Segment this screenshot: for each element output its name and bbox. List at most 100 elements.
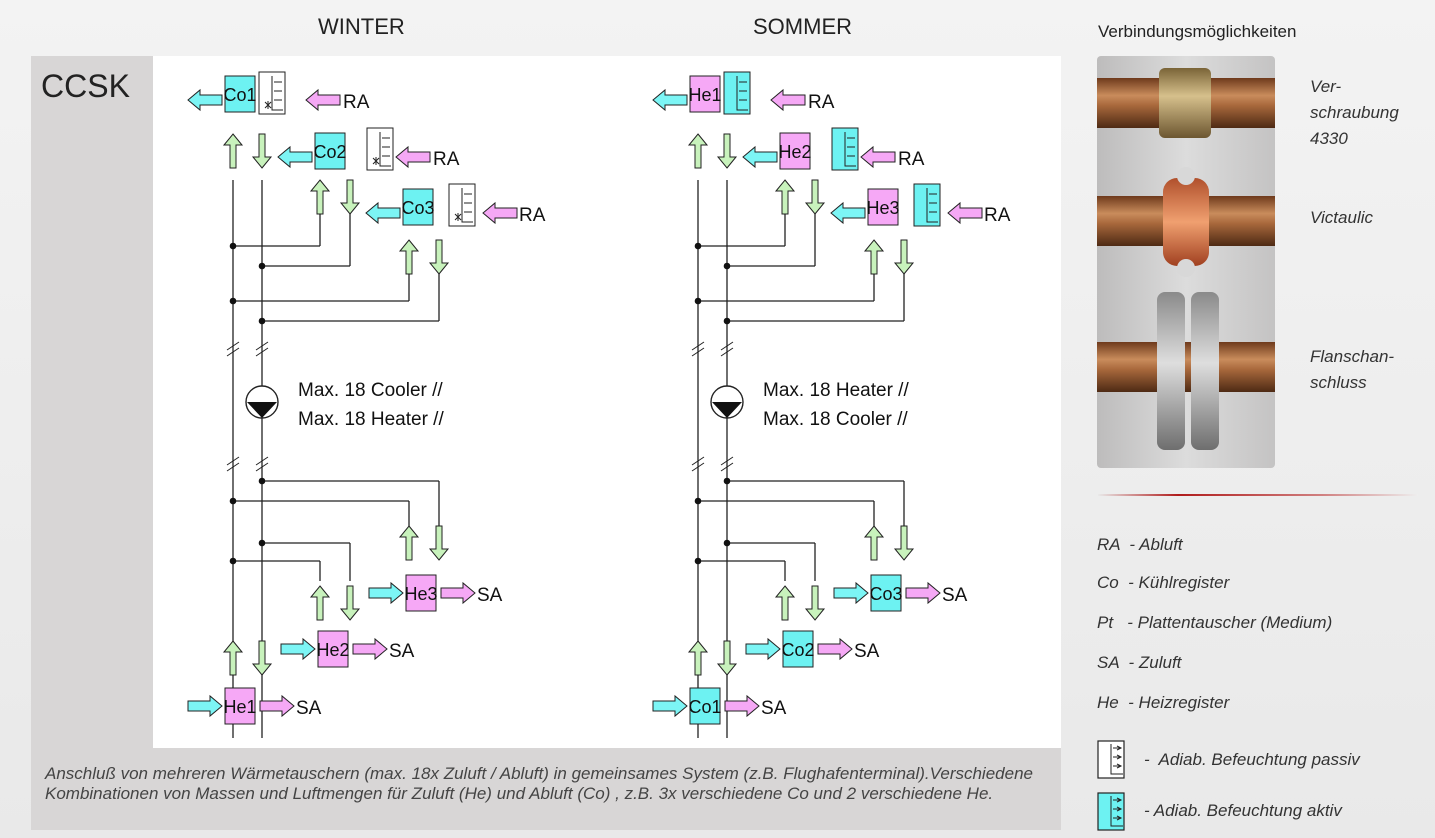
pipe-junction xyxy=(230,243,237,250)
air-arrow xyxy=(906,583,940,603)
pipe-junction xyxy=(259,540,266,547)
clamp-bolt-top xyxy=(1177,167,1195,185)
victaulic-clamp xyxy=(1163,178,1209,266)
air-label: RA xyxy=(343,92,370,113)
legend-ra: RA - Abluft xyxy=(1097,535,1183,555)
pipe-flow-arrow xyxy=(430,526,448,560)
pipe-flow-arrow xyxy=(311,180,329,214)
pipe-junction xyxy=(230,298,237,305)
pipe-junction xyxy=(695,298,702,305)
pipe-flow-arrow xyxy=(341,586,359,620)
legend-he: He - Heizregister xyxy=(1097,693,1229,713)
pipe-flow-arrow xyxy=(224,134,242,168)
pump-capacity-text: Max. 18 Cooler // xyxy=(298,380,443,401)
system-label: CCSK xyxy=(41,68,130,105)
air-arrow xyxy=(834,583,868,603)
air-arrow xyxy=(306,90,340,110)
union-fitting xyxy=(1159,68,1211,138)
pipe-flow-arrow xyxy=(689,134,707,168)
humidifier-passive-icon xyxy=(1097,740,1127,780)
pipe-junction xyxy=(259,318,266,325)
pipe-junction xyxy=(259,478,266,485)
header-winter: WINTER xyxy=(318,14,405,40)
air-label: RA xyxy=(808,92,835,113)
legend-humidifier-passive: - Adiab. Befeuchtung passiv xyxy=(1144,750,1360,770)
humidifier-active-icon xyxy=(1097,792,1127,832)
pipe-junction xyxy=(695,498,702,505)
pipe-flow-arrow xyxy=(806,180,824,214)
pipe-flow-arrow xyxy=(865,526,883,560)
unit-label: Co1 xyxy=(688,697,721,717)
pipe-flow-arrow xyxy=(718,134,736,168)
pipe-flow-arrow xyxy=(865,240,883,274)
air-arrow xyxy=(369,583,403,603)
air-arrow xyxy=(818,639,852,659)
air-arrow xyxy=(831,203,865,223)
air-arrow xyxy=(743,147,777,167)
pump-capacity-text: Max. 18 Cooler // xyxy=(763,409,908,430)
air-label: SA xyxy=(854,641,880,662)
flange-right xyxy=(1191,292,1219,450)
description-text: Anschluß von mehreren Wärmetauschern (ma… xyxy=(45,764,1045,804)
air-arrow xyxy=(366,203,400,223)
air-arrow xyxy=(653,90,687,110)
pipe-flow-arrow xyxy=(253,641,271,675)
connection-label-verschraubung: Ver- schraubung 4330 xyxy=(1310,74,1399,152)
legend-pt: Pt - Plattentauscher (Medium) xyxy=(1097,613,1332,633)
air-label: RA xyxy=(519,205,546,226)
unit-label: He1 xyxy=(688,85,721,105)
air-label: RA xyxy=(898,149,925,170)
unit-label: He2 xyxy=(316,640,349,660)
pipe-junction xyxy=(724,318,731,325)
unit-label: Co2 xyxy=(313,142,346,162)
pipe-junction xyxy=(724,263,731,270)
pipe-3 xyxy=(1097,342,1275,392)
air-label: SA xyxy=(942,585,968,606)
air-arrow xyxy=(353,639,387,659)
air-arrow xyxy=(653,696,687,716)
air-arrow xyxy=(861,147,895,167)
connections-title: Verbindungsmöglichkeiten xyxy=(1098,22,1296,42)
air-arrow xyxy=(771,90,805,110)
unit-label: Co1 xyxy=(223,85,256,105)
air-arrow xyxy=(948,203,982,223)
unit-label: He2 xyxy=(778,142,811,162)
pipe-flow-arrow xyxy=(776,180,794,214)
air-arrow xyxy=(396,147,430,167)
pipe-flow-arrow xyxy=(253,134,271,168)
schematic-area: Co1RACo2RACo3RAMax. 18 Cooler //Max. 18 … xyxy=(153,56,1061,748)
connection-photo-svg xyxy=(1097,56,1275,468)
connection-label-flansch: Flanschan- schluss xyxy=(1310,344,1394,396)
pipe-junction xyxy=(724,540,731,547)
pipe-junction xyxy=(695,558,702,565)
pump-capacity-text: Max. 18 Heater // xyxy=(298,409,444,430)
unit-label: Co2 xyxy=(781,640,814,660)
pipe-flow-arrow xyxy=(224,641,242,675)
air-label: RA xyxy=(433,149,460,170)
unit-label: He3 xyxy=(404,584,437,604)
connection-label-victaulic: Victaulic xyxy=(1310,205,1373,231)
air-arrow xyxy=(188,90,222,110)
pipe-flow-arrow xyxy=(311,586,329,620)
air-arrow xyxy=(188,696,222,716)
air-arrow xyxy=(483,203,517,223)
pipe-junction xyxy=(230,558,237,565)
legend-sa: SA - Zuluft xyxy=(1097,653,1181,673)
unit-label: He3 xyxy=(866,198,899,218)
connection-photo xyxy=(1097,56,1275,468)
pipe-flow-arrow xyxy=(689,641,707,675)
pipe-flow-arrow xyxy=(430,240,448,274)
air-label: RA xyxy=(984,205,1011,226)
pipe-flow-arrow xyxy=(806,586,824,620)
air-label: SA xyxy=(296,698,322,719)
air-label: SA xyxy=(477,585,503,606)
divider-line xyxy=(1098,494,1418,496)
air-arrow xyxy=(278,147,312,167)
pipe-junction xyxy=(230,498,237,505)
air-arrow xyxy=(725,696,759,716)
pipe-flow-arrow xyxy=(776,586,794,620)
air-label: SA xyxy=(389,641,415,662)
pipe-flow-arrow xyxy=(718,641,736,675)
pipe-flow-arrow xyxy=(895,240,913,274)
pump-capacity-text: Max. 18 Heater // xyxy=(763,380,909,401)
